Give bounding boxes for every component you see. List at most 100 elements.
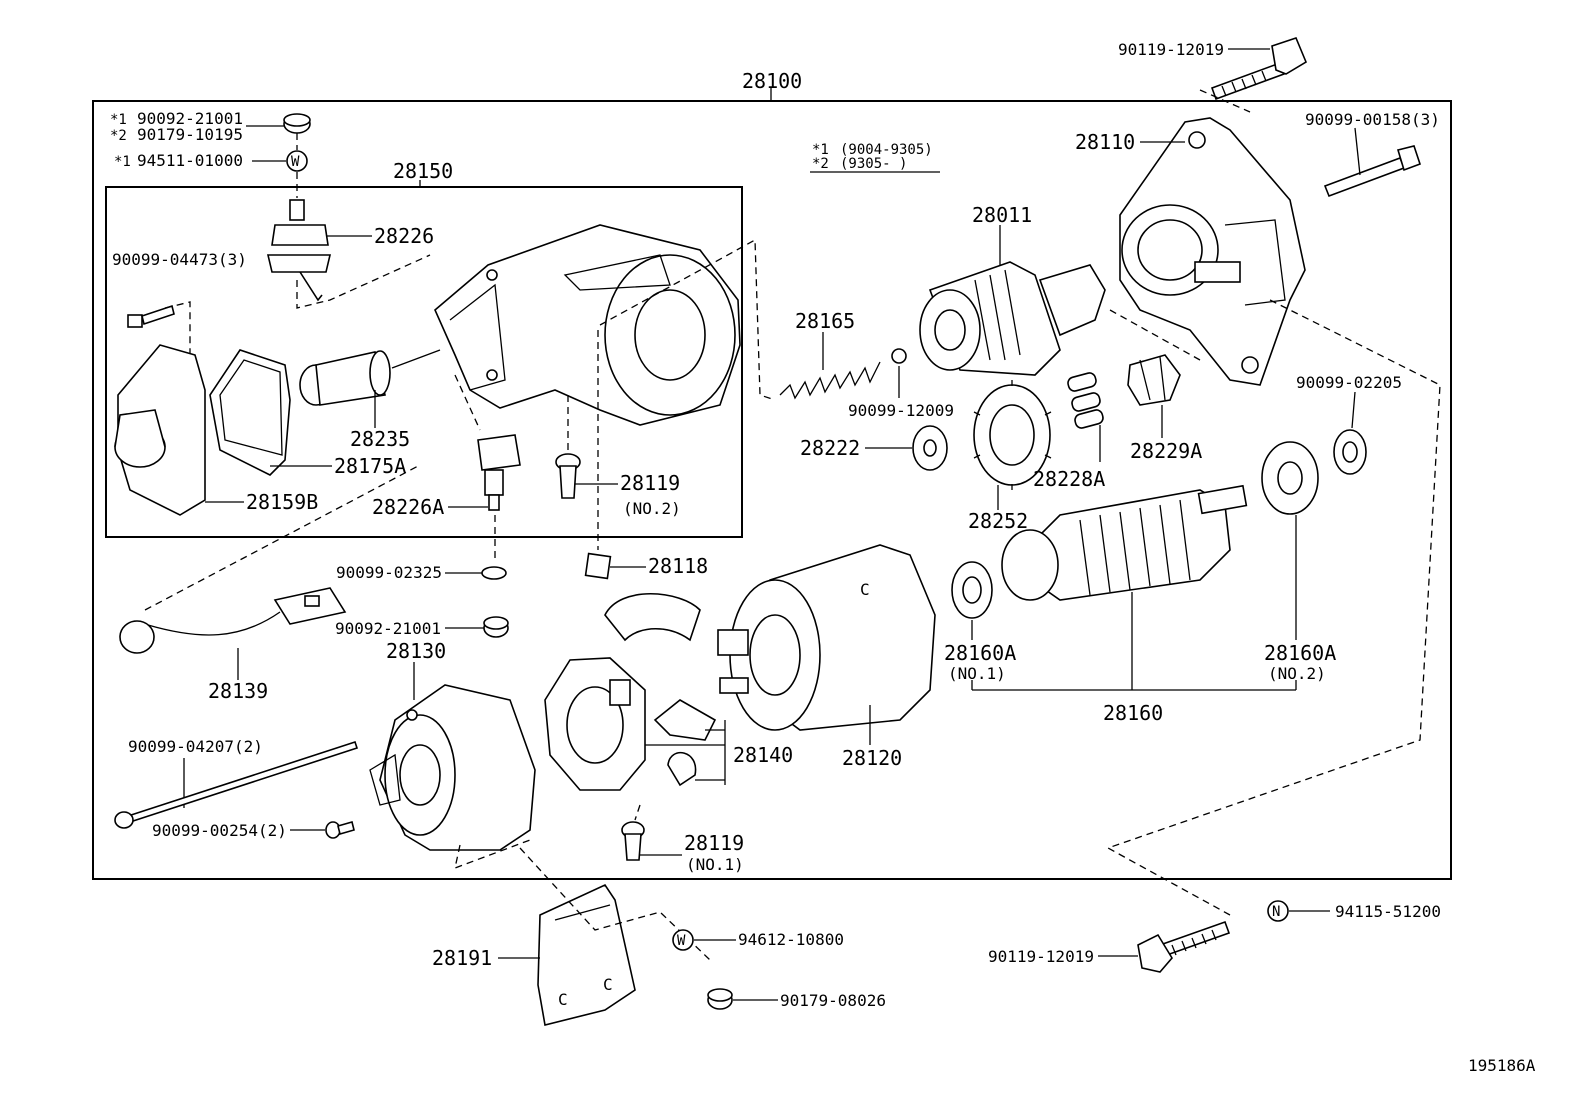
label-28119-no2[interactable]: 28119 bbox=[620, 471, 680, 495]
label-90099-02325[interactable]: 90099-02325 bbox=[336, 563, 442, 582]
label-94612-10800[interactable]: 94612-10800 bbox=[738, 930, 844, 949]
assembly-label-28100[interactable]: 28100 bbox=[742, 69, 802, 93]
commutator-c1-icon: C bbox=[558, 990, 568, 1009]
label-28140[interactable]: 28140 bbox=[733, 743, 793, 767]
leader-90099-02205 bbox=[1351, 391, 1356, 429]
mark-1-a: *1 bbox=[110, 112, 127, 128]
gasket-28175A bbox=[209, 349, 291, 476]
brush-holder-28140 bbox=[544, 657, 717, 791]
label-90179-08026[interactable]: 90179-08026 bbox=[780, 991, 886, 1010]
label-28130[interactable]: 28130 bbox=[386, 639, 446, 663]
dash-28229A bbox=[1109, 309, 1201, 361]
note-text-2: (9305- ) bbox=[840, 156, 907, 172]
washer-94612-icon bbox=[672, 929, 694, 951]
label-28160A-no2-sub: (NO.2) bbox=[1268, 664, 1326, 683]
label-28160[interactable]: 28160 bbox=[1103, 701, 1163, 725]
label-28119-no2-sub: (NO.2) bbox=[623, 499, 681, 518]
plunger-28235 bbox=[299, 349, 441, 406]
screw-28119-no1 bbox=[621, 821, 645, 861]
label-94511-01000[interactable]: 94511-01000 bbox=[137, 151, 243, 170]
nut-90179-08026 bbox=[707, 988, 733, 1010]
washer-90099-02325 bbox=[481, 566, 507, 580]
bearing-28160A-no2 bbox=[1261, 441, 1319, 515]
ball-90099-12009 bbox=[891, 348, 907, 364]
armature-28160 bbox=[1001, 484, 1248, 601]
bolt-90119-12019-top bbox=[1210, 37, 1308, 101]
washer-w-icon bbox=[286, 150, 308, 172]
washer-w-1: W bbox=[291, 154, 300, 170]
label-90119-12019-bot[interactable]: 90119-12019 bbox=[988, 947, 1094, 966]
terminal-28226 bbox=[266, 199, 332, 302]
label-28235[interactable]: 28235 bbox=[350, 427, 410, 451]
label-28120[interactable]: 28120 bbox=[842, 746, 902, 770]
label-90119-12019-top[interactable]: 90119-12019 bbox=[1118, 40, 1224, 59]
nut-n: N bbox=[1272, 904, 1280, 920]
label-90099-00254[interactable]: 90099-00254(2) bbox=[152, 821, 287, 840]
label-90092-21001-top[interactable]: 90092-21001 bbox=[137, 109, 243, 128]
clip-28118 bbox=[584, 552, 612, 580]
spring-28165 bbox=[779, 361, 881, 400]
label-90179-10195[interactable]: 90179-10195 bbox=[137, 125, 243, 144]
dash-solenoid-2 bbox=[454, 374, 481, 431]
bolt-90119-12019-bottom bbox=[1137, 920, 1231, 973]
label-28226A[interactable]: 28226A bbox=[372, 495, 444, 519]
label-28160A-no1-sub: (NO.1) bbox=[948, 664, 1006, 683]
label-28159B[interactable]: 28159B bbox=[246, 490, 318, 514]
assembly-frame-28100 bbox=[92, 100, 1452, 880]
nut-n-icon bbox=[1267, 900, 1289, 922]
label-90099-04207[interactable]: 90099-04207(2) bbox=[128, 737, 263, 756]
label-28191[interactable]: 28191 bbox=[432, 946, 492, 970]
lead-wire-28139 bbox=[119, 587, 347, 654]
washer-w-2: W bbox=[677, 933, 686, 949]
label-28226[interactable]: 28226 bbox=[374, 224, 434, 248]
nut-top bbox=[283, 113, 311, 134]
dash-bracket bbox=[519, 847, 711, 961]
retainer-28229A bbox=[1127, 354, 1181, 406]
clutch-28011 bbox=[919, 261, 1106, 376]
label-28119-no1[interactable]: 28119 bbox=[684, 831, 744, 855]
washer-28222-inner bbox=[923, 439, 937, 457]
label-28228A[interactable]: 28228A bbox=[1033, 467, 1105, 491]
label-90099-02205[interactable]: 90099-02205 bbox=[1296, 373, 1402, 392]
nut-mid bbox=[483, 616, 509, 638]
label-28229A[interactable]: 28229A bbox=[1130, 439, 1202, 463]
screw-90099-00254 bbox=[325, 821, 355, 839]
label-90099-12009[interactable]: 90099-12009 bbox=[848, 401, 954, 420]
leader-90099-00158 bbox=[1354, 127, 1361, 176]
bolt-90099-04473 bbox=[127, 304, 175, 328]
label-28160A-no1[interactable]: 28160A bbox=[944, 641, 1016, 665]
dash-solenoid bbox=[599, 238, 776, 401]
dash-bolt-top bbox=[1199, 89, 1251, 113]
label-28222[interactable]: 28222 bbox=[800, 436, 860, 460]
rollers-28228A bbox=[1067, 372, 1104, 429]
gear-28252 bbox=[973, 380, 1052, 490]
label-90099-04473[interactable]: 90099-04473(3) bbox=[112, 250, 247, 269]
label-28165[interactable]: 28165 bbox=[795, 309, 855, 333]
label-90099-00158[interactable]: 90099-00158(3) bbox=[1305, 110, 1440, 129]
through-bolt-90099-04207 bbox=[114, 740, 359, 829]
label-90092-21001-mid[interactable]: 90092-21001 bbox=[335, 619, 441, 638]
subassembly-frame-28150 bbox=[105, 186, 743, 538]
screw-28119-no2 bbox=[555, 453, 581, 499]
mark-2-a: *2 bbox=[110, 128, 127, 144]
bearing-28160A-no1 bbox=[951, 561, 993, 619]
dash-long-right bbox=[1106, 299, 1441, 916]
label-28139[interactable]: 28139 bbox=[208, 679, 268, 703]
mark-1-b: *1 bbox=[114, 154, 131, 170]
label-28160A-no2[interactable]: 28160A bbox=[1264, 641, 1336, 665]
label-28175A[interactable]: 28175A bbox=[334, 454, 406, 478]
label-28110[interactable]: 28110 bbox=[1075, 130, 1135, 154]
washer-90099-02205-inner bbox=[1342, 441, 1358, 463]
label-28252[interactable]: 28252 bbox=[968, 509, 1028, 533]
label-94115-51200[interactable]: 94115-51200 bbox=[1335, 902, 1441, 921]
dash-28130 bbox=[454, 839, 531, 870]
subassembly-label-28150[interactable]: 28150 bbox=[393, 159, 453, 183]
label-28118[interactable]: 28118 bbox=[648, 554, 708, 578]
dash-28139 bbox=[144, 464, 421, 611]
solenoid-housing bbox=[434, 224, 741, 426]
label-28119-no1-sub: (NO.1) bbox=[686, 855, 744, 874]
label-28011[interactable]: 28011 bbox=[972, 203, 1032, 227]
note-text-1: (9004-9305) bbox=[840, 142, 933, 158]
note-mark-2: *2 bbox=[812, 156, 829, 172]
